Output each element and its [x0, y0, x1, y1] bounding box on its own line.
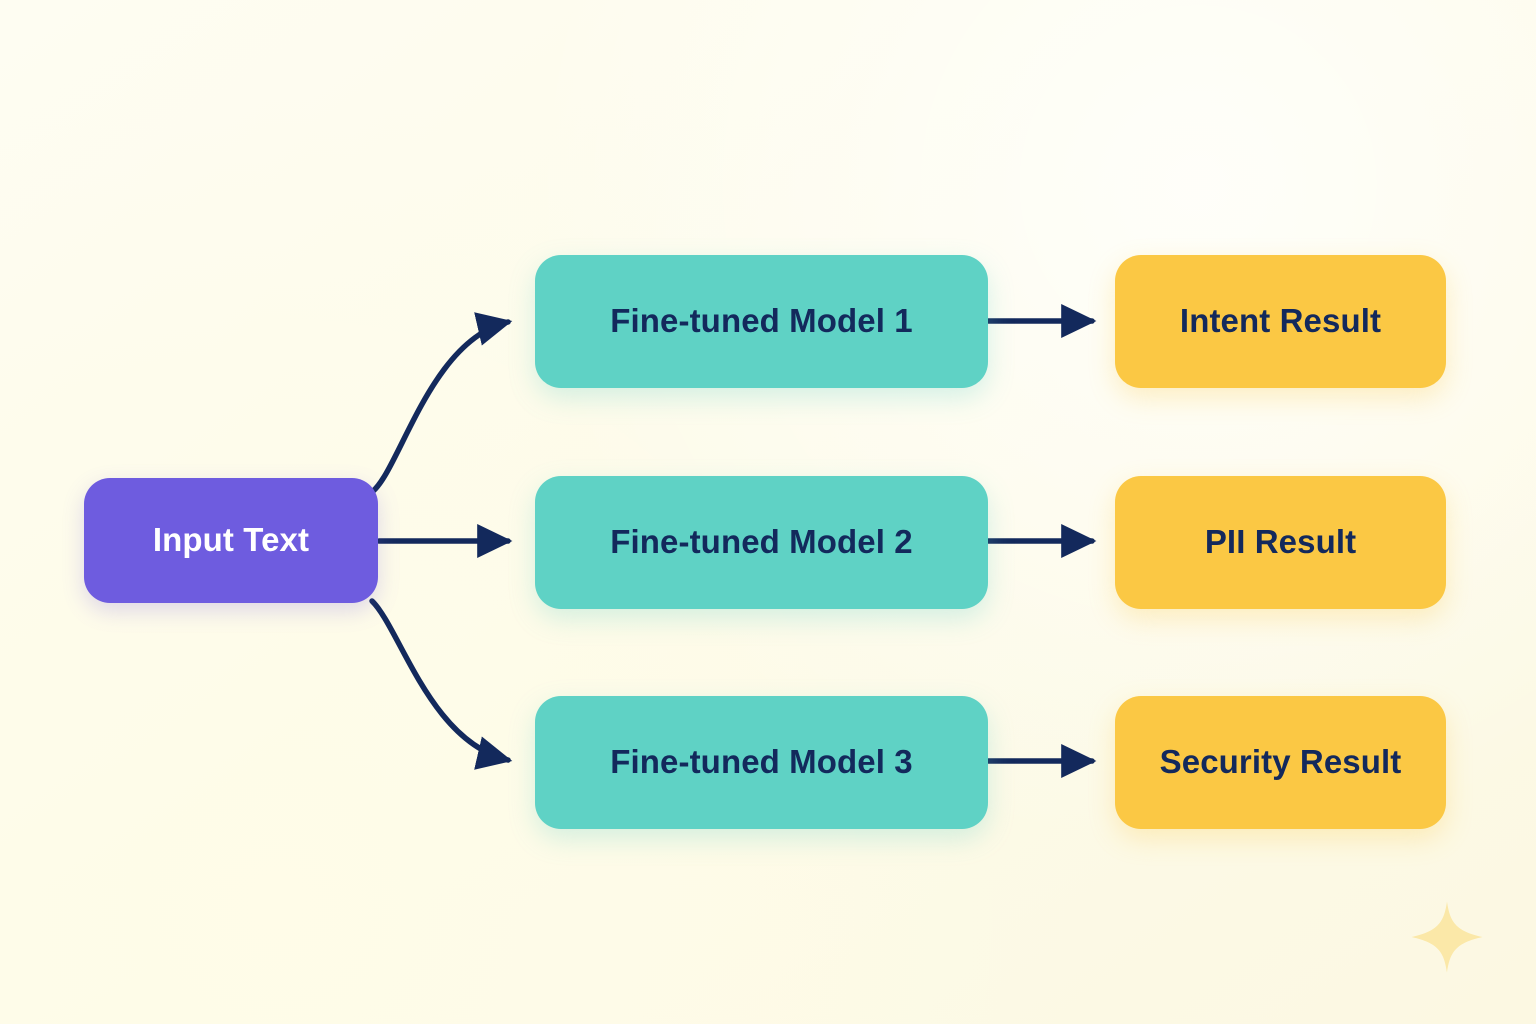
node-intent-result[interactable]: Intent Result — [1115, 255, 1446, 388]
node-pii-result[interactable]: PII Result — [1115, 476, 1446, 609]
edge-input-to-model-3 — [369, 598, 513, 770]
node-input-text[interactable]: Input Text — [84, 478, 378, 603]
sparkle-icon — [1411, 901, 1483, 973]
node-fine-tuned-model-3[interactable]: Fine-tuned Model 3 — [535, 696, 988, 829]
edge-input-to-model-1 — [369, 312, 513, 495]
node-fine-tuned-model-2-label: Fine-tuned Model 2 — [610, 523, 913, 561]
node-pii-result-label: PII Result — [1204, 523, 1357, 561]
node-security-result[interactable]: Security Result — [1115, 696, 1446, 829]
node-security-result-label: Security Result — [1159, 743, 1402, 781]
node-input-text-label: Input Text — [152, 521, 310, 559]
node-fine-tuned-model-1[interactable]: Fine-tuned Model 1 — [535, 255, 988, 388]
node-fine-tuned-model-1-label: Fine-tuned Model 1 — [610, 302, 913, 340]
node-fine-tuned-model-3-label: Fine-tuned Model 3 — [610, 743, 913, 781]
node-fine-tuned-model-2[interactable]: Fine-tuned Model 2 — [535, 476, 988, 609]
node-intent-result-label: Intent Result — [1179, 302, 1382, 340]
